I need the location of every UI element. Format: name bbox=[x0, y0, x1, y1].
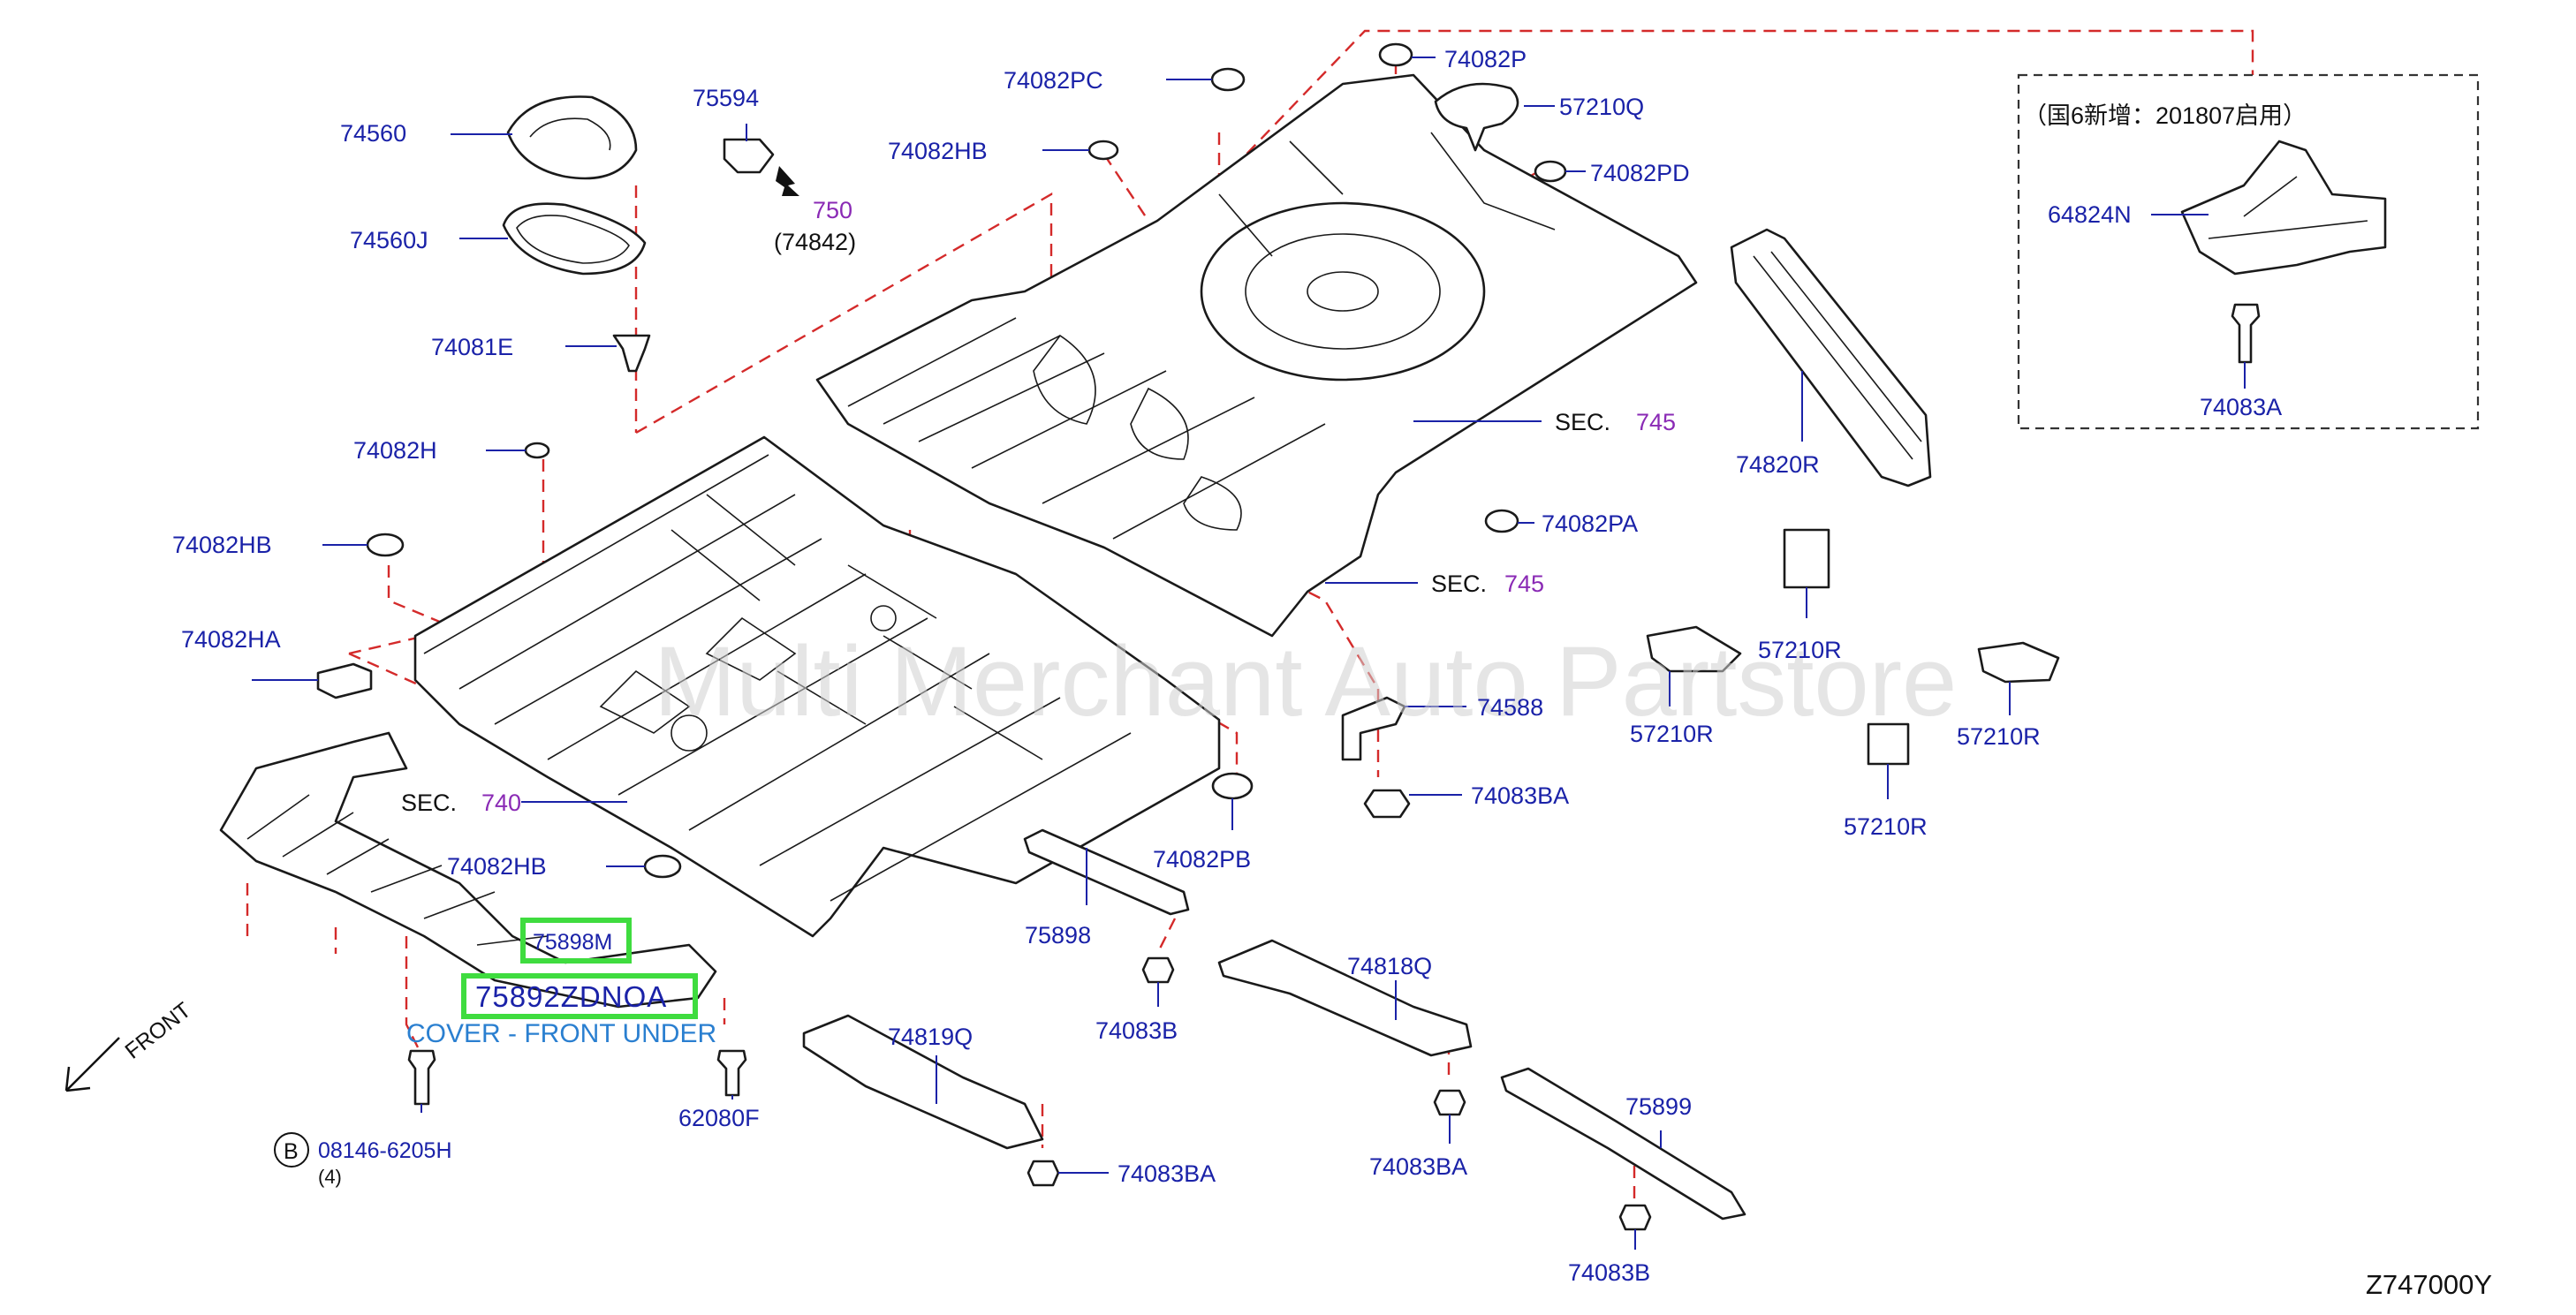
label-74082PD[interactable]: 74082PD bbox=[1590, 160, 1690, 186]
variant-detail-box bbox=[2017, 73, 2480, 430]
label-57210R-right[interactable]: 57210R bbox=[1957, 723, 2041, 750]
label-750[interactable]: 750 bbox=[813, 197, 852, 223]
label-sec-745-lower-num[interactable]: 745 bbox=[1504, 571, 1544, 597]
label-57210R-top[interactable]: 57210R bbox=[1758, 637, 1842, 663]
label-57210R-bottom[interactable]: 57210R bbox=[1844, 813, 1928, 840]
front-floor-panel bbox=[413, 435, 1221, 938]
label-75892[interactable]: 75892ZDNOA bbox=[475, 980, 667, 1013]
label-74082P[interactable]: 74082P bbox=[1444, 46, 1527, 72]
label-74560J[interactable]: 74560J bbox=[350, 227, 428, 253]
label-74082HA[interactable]: 74082HA bbox=[181, 626, 281, 653]
label-74083B-center[interactable]: 74083B bbox=[1095, 1017, 1178, 1044]
label-74081E[interactable]: 74081E bbox=[431, 334, 513, 360]
label-74082HB-left[interactable]: 74082HB bbox=[172, 532, 272, 558]
label-sec-745-lower[interactable]: SEC. bbox=[1431, 571, 1487, 597]
label-57210R-left[interactable]: 57210R bbox=[1630, 721, 1714, 747]
label-74083B-bottom[interactable]: 74083B bbox=[1568, 1259, 1650, 1286]
label-74588[interactable]: 74588 bbox=[1477, 694, 1543, 721]
label-74083BA-right[interactable]: 74083BA bbox=[1471, 782, 1569, 809]
label-cn-note: （国6新增：201807启用） bbox=[2023, 102, 2307, 129]
label-74082HB-lower[interactable]: 74082HB bbox=[447, 853, 547, 880]
front-arrow-icon bbox=[64, 1037, 120, 1092]
label-57210Q[interactable]: 57210Q bbox=[1559, 94, 1644, 120]
label-75898[interactable]: 75898 bbox=[1025, 922, 1091, 948]
highlight-75892 bbox=[461, 973, 698, 1019]
label-74560[interactable]: 74560 bbox=[340, 120, 406, 147]
label-64824N[interactable]: 64824N bbox=[2048, 201, 2132, 228]
label-75898M[interactable]: 75898M bbox=[533, 930, 612, 955]
rear-floor-panel bbox=[815, 73, 1698, 638]
label-74083BA-bottom[interactable]: 74083BA bbox=[1118, 1160, 1216, 1187]
label-08146-6205H[interactable]: 08146-6205H bbox=[318, 1138, 452, 1163]
front-label: FRONT bbox=[120, 998, 195, 1064]
front-direction-indicator: FRONT bbox=[64, 998, 196, 1092]
label-sec-745-upper[interactable]: SEC. bbox=[1555, 409, 1610, 435]
bolt-symbol-circle bbox=[274, 1132, 309, 1168]
label-74819Q[interactable]: 74819Q bbox=[888, 1024, 973, 1050]
label-75594[interactable]: 75594 bbox=[693, 85, 759, 111]
diagram-code: Z747000Y bbox=[2366, 1269, 2492, 1300]
label-75899[interactable]: 75899 bbox=[1625, 1093, 1692, 1120]
small-parts bbox=[316, 42, 2387, 1231]
label-74082PA[interactable]: 74082PA bbox=[1542, 510, 1638, 537]
watermark-text: Multi Merchant Auto Partstore bbox=[654, 626, 1957, 737]
label-08146-qty: (4) bbox=[318, 1166, 342, 1188]
highlight-75898M bbox=[520, 918, 632, 964]
label-74082PC[interactable]: 74082PC bbox=[1004, 67, 1103, 94]
label-sec-745-upper-num[interactable]: 745 bbox=[1636, 409, 1676, 435]
label-sec-740[interactable]: SEC. bbox=[401, 790, 457, 816]
label-74082HB-top[interactable]: 74082HB bbox=[888, 138, 988, 164]
label-74082H[interactable]: 74082H bbox=[353, 437, 437, 464]
label-62080F[interactable]: 62080F bbox=[678, 1105, 760, 1131]
leader-lines bbox=[252, 57, 2246, 1250]
label-sec-740-num[interactable]: 740 bbox=[481, 790, 521, 816]
label-74083A[interactable]: 74083A bbox=[2200, 394, 2282, 420]
label-74818Q[interactable]: 74818Q bbox=[1347, 953, 1432, 979]
label-74820R[interactable]: 74820R bbox=[1736, 451, 1820, 478]
label-cover-front-under[interactable]: COVER - FRONT UNDER bbox=[406, 1019, 716, 1048]
label-74082PB[interactable]: 74082PB bbox=[1153, 846, 1251, 873]
bolt-symbol-letter: B bbox=[284, 1139, 299, 1164]
part-labels: 74560 74560J 74081E 74082H 74082HB 74082… bbox=[172, 46, 2307, 1286]
label-74083BA-lower[interactable]: 74083BA bbox=[1369, 1153, 1467, 1180]
label-74842[interactable]: (74842) bbox=[774, 229, 856, 255]
